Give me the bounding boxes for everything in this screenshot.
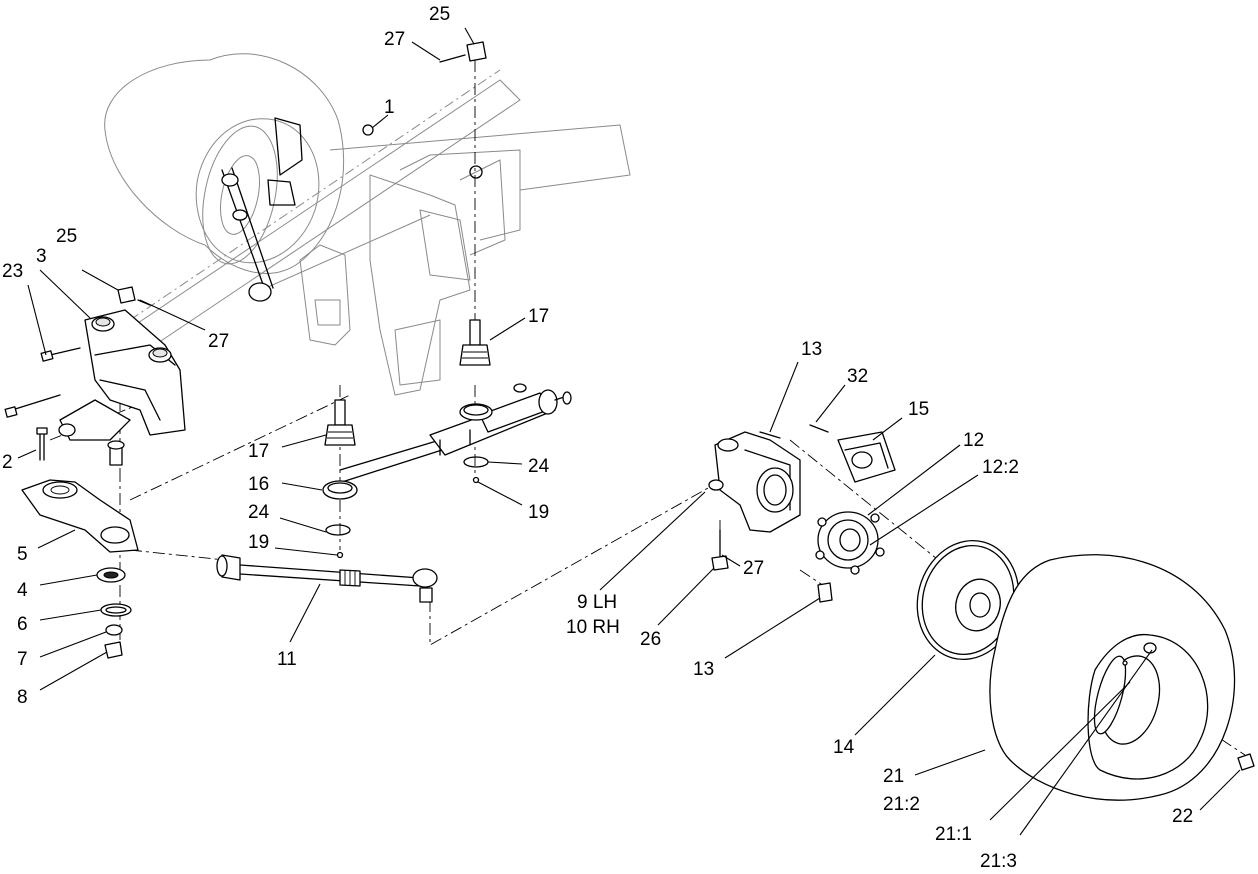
callout-32: 32 bbox=[847, 366, 868, 387]
callout-12: 12 bbox=[963, 430, 984, 451]
callout-6: 6 bbox=[17, 614, 28, 635]
callout-16: 16 bbox=[248, 474, 269, 495]
callout-10-rh: 10 RH bbox=[566, 617, 620, 638]
callout-24-right: 24 bbox=[528, 456, 550, 477]
callout-27-left: 27 bbox=[208, 331, 229, 352]
callout-11: 11 bbox=[277, 649, 297, 670]
callout-19-right: 19 bbox=[528, 502, 549, 523]
left-spindle-assembly bbox=[4, 286, 186, 659]
callout-4: 4 bbox=[17, 580, 28, 601]
callout-24-left: 24 bbox=[248, 502, 270, 523]
callout-12-2: 12:2 bbox=[982, 457, 1019, 478]
callout-7: 7 bbox=[17, 649, 28, 670]
callout-27-right: 27 bbox=[743, 558, 764, 579]
callout-26: 26 bbox=[640, 629, 661, 650]
ghost-frame bbox=[104, 53, 631, 396]
callout-13-top: 13 bbox=[801, 339, 822, 360]
callout-21-1: 21:1 bbox=[935, 824, 972, 845]
callout-21: 21 bbox=[883, 766, 904, 787]
right-hub-assembly bbox=[708, 424, 1255, 801]
steering-cylinder bbox=[322, 41, 572, 559]
callout-labels: 25 27 1 25 3 23 27 2 5 4 6 7 8 11 17 17 … bbox=[2, 4, 1193, 872]
background-steering-link bbox=[221, 117, 303, 302]
callout-25-left: 25 bbox=[56, 226, 77, 247]
callout-27-top: 27 bbox=[384, 29, 405, 50]
callout-5: 5 bbox=[17, 544, 28, 565]
callout-8: 8 bbox=[17, 687, 28, 708]
callout-15: 15 bbox=[908, 399, 929, 420]
callout-14: 14 bbox=[833, 737, 855, 758]
callout-13-bottom: 13 bbox=[693, 659, 714, 680]
callout-3: 3 bbox=[36, 246, 47, 267]
leader-lines bbox=[17, 27, 1241, 836]
callout-25-top: 25 bbox=[429, 4, 450, 25]
callout-17-top: 17 bbox=[528, 306, 549, 327]
callout-17-mid: 17 bbox=[248, 441, 269, 462]
callout-23: 23 bbox=[2, 261, 23, 282]
callout-21-3: 21:3 bbox=[980, 851, 1017, 872]
tie-rod bbox=[216, 554, 438, 603]
callout-19-left: 19 bbox=[248, 532, 269, 553]
callout-9-lh: 9 LH bbox=[577, 592, 617, 613]
callout-21-2: 21:2 bbox=[883, 794, 920, 815]
callout-2: 2 bbox=[2, 452, 13, 473]
callout-22: 22 bbox=[1172, 806, 1193, 827]
callout-1: 1 bbox=[384, 97, 395, 118]
